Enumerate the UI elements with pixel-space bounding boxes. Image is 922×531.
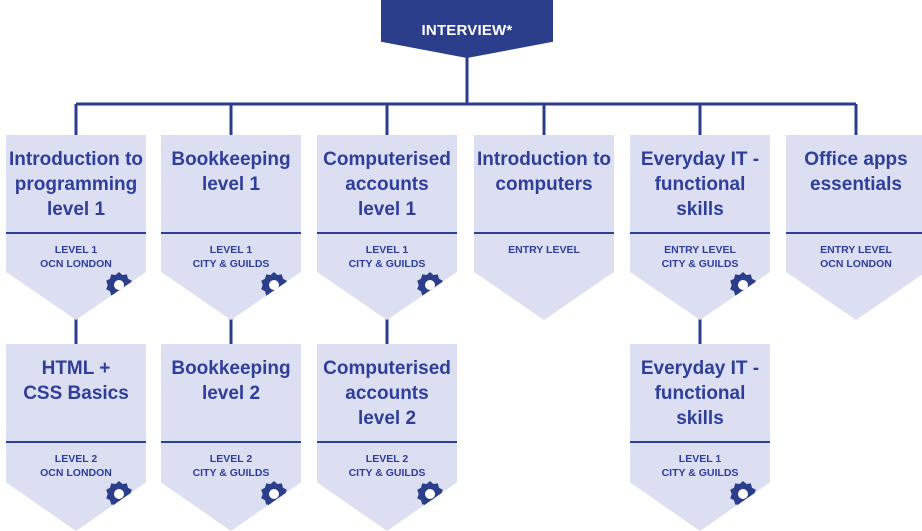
card-divider [6,441,146,443]
course-title: HTML + CSS Basics [23,358,129,404]
course-level: LEVEL 2 OCN LONDON [40,453,112,479]
course-level: LEVEL 2 CITY & GUILDS [192,453,270,479]
course-title: Computerised accounts level 2 [323,358,451,429]
card-divider [786,232,922,234]
card-divider [317,232,457,234]
card-divider [161,441,301,443]
course-title: Office apps essentials [804,149,908,195]
card-divider [6,232,146,234]
course-title: Bookkeeping level 2 [171,358,291,404]
course-level: LEVEL 1 CITY & GUILDS [661,453,739,479]
course-level: LEVEL 1 OCN LONDON [40,244,112,270]
course-level: LEVEL 1 CITY & GUILDS [192,244,270,270]
course-level: ENTRY LEVEL OCN LONDON [820,244,892,270]
course-level: ENTRY LEVEL CITY & GUILDS [661,244,739,270]
course-level: LEVEL 2 CITY & GUILDS [348,453,426,479]
card-divider [317,441,457,443]
course-title: Computerised accounts level 1 [323,149,451,220]
course-level: LEVEL 1 CITY & GUILDS [348,244,426,270]
card-divider [630,232,770,234]
course-title: Bookkeeping level 1 [171,149,291,195]
card-divider [630,441,770,443]
course-title: Everyday IT - functional skills [640,149,760,220]
root-label: INTERVIEW* [421,22,513,39]
course-title: Everyday IT - functional skills [640,358,760,429]
card-divider [161,232,301,234]
card-divider [474,232,614,234]
course-title: Introduction to computers [476,149,612,195]
course-level: ENTRY LEVEL [508,244,580,256]
course-title: Introduction to programming level 1 [8,149,144,220]
